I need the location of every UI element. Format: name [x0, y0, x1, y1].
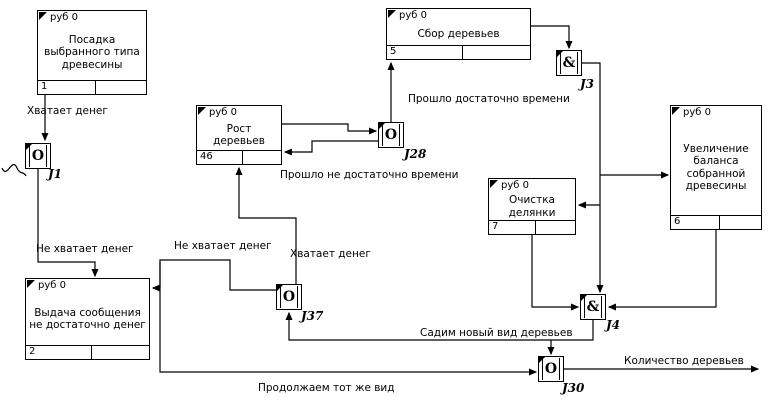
- cost-corner-triangle: [198, 107, 206, 115]
- box-number: 7: [489, 221, 536, 234]
- box-cost: руб 0: [50, 12, 78, 23]
- box-insufficient-funds-message[interactable]: руб 0 Выдача сообщения не достаточно ден…: [25, 278, 150, 360]
- junction-j1[interactable]: O: [25, 143, 51, 169]
- box-number-strip: 1: [38, 80, 146, 94]
- edge-label-enough-time: Прошло достаточно времени: [408, 93, 570, 105]
- edge-label-enough-money-top: Хватает денег: [27, 105, 108, 117]
- box-number: 46: [197, 151, 243, 164]
- junction-symbol: &: [584, 296, 602, 318]
- box-cost: руб 0: [501, 180, 529, 191]
- box-plot-clearing[interactable]: руб 0 Очистка делянки 7: [488, 178, 576, 235]
- junction-j37[interactable]: O: [276, 284, 302, 310]
- connector-clearing-to-j4: [531, 235, 580, 311]
- box-title: Очистка делянки: [508, 194, 556, 219]
- box-title: Посадка выбранного типа древесины: [44, 33, 140, 71]
- junction-label-j4: J4: [606, 318, 621, 332]
- junction-label-j30: J30: [562, 381, 585, 395]
- junction-j3[interactable]: &: [556, 50, 582, 76]
- connector-j1-to-message-box: [37, 169, 99, 278]
- junction-j28[interactable]: O: [378, 122, 404, 148]
- cost-corner-triangle: [388, 10, 396, 18]
- box-number: 2: [26, 346, 92, 359]
- connector-j28-to-growth: [283, 140, 378, 156]
- box-number-strip: 46: [197, 150, 281, 164]
- box-cost: руб 0: [399, 10, 427, 21]
- box-number: 5: [387, 46, 463, 59]
- box-cost: руб 0: [38, 280, 66, 291]
- edge-label-continue-same-type: Продолжаем тот же вид: [258, 382, 395, 394]
- box-balance-increase[interactable]: руб 0 Увеличение баланса собранной древе…: [670, 105, 762, 230]
- junction-j4[interactable]: &: [580, 294, 606, 320]
- junction-label-j37: J37: [301, 309, 324, 323]
- edge-label-enough-money-mid: Хватает денег: [290, 248, 371, 260]
- connector-harvest-to-j3: [531, 25, 573, 50]
- junction-symbol: &: [560, 52, 578, 74]
- connector-j3-to-j4: [582, 62, 604, 294]
- connector-continue-same-type: [159, 262, 538, 376]
- box-growth[interactable]: руб 0 Рост деревьев 46: [196, 105, 282, 165]
- junction-symbol: O: [29, 145, 47, 167]
- external-referent-squiggle: [1, 164, 27, 177]
- junction-label-j28: J28: [404, 147, 427, 161]
- box-harvest[interactable]: руб 0 Сбор деревьев 5: [386, 8, 531, 60]
- box-number: 6: [671, 216, 720, 229]
- edge-label-not-enough-money-mid: Не хватает денег: [174, 240, 272, 252]
- junction-symbol: O: [280, 286, 298, 308]
- junction-symbol: O: [382, 124, 400, 146]
- connector-growth-to-j28: [282, 123, 378, 135]
- cost-corner-triangle: [39, 12, 47, 20]
- connector-j37-to-growth: [235, 166, 297, 284]
- connector-j4-to-j37: [285, 311, 594, 341]
- box-number-strip: 6: [671, 215, 761, 229]
- box-title: Выдача сообщения не достаточно денег: [29, 306, 146, 331]
- edge-label-not-enough-money-left: Не хватает денег: [36, 243, 134, 255]
- box-number-strip: 5: [387, 45, 530, 59]
- edge-label-tree-count: Количество деревьев: [624, 355, 744, 367]
- box-title: Увеличение баланса собранной древесины: [683, 142, 749, 192]
- box-cost: руб 0: [209, 107, 237, 118]
- connector-balance-to-j4: [607, 230, 717, 311]
- box-number-strip: 7: [489, 220, 575, 234]
- junction-label-j1: J1: [48, 167, 63, 181]
- edge-label-plant-new-type: Садим новый вид деревьев: [420, 327, 573, 339]
- box-number: 1: [38, 81, 96, 94]
- cost-corner-triangle: [27, 280, 35, 288]
- junction-label-j3: J3: [580, 77, 595, 91]
- cost-corner-triangle: [490, 180, 498, 188]
- junction-j30[interactable]: O: [538, 356, 564, 382]
- box-cost: руб 0: [683, 107, 711, 118]
- edge-label-not-enough-time: Прошло не достаточно времени: [280, 169, 459, 181]
- connector-j37-to-message-box: [151, 259, 276, 292]
- box-planting[interactable]: руб 0 Посадка выбранного типа древесины …: [37, 10, 147, 95]
- junction-symbol: O: [542, 358, 560, 380]
- box-number-strip: 2: [26, 345, 149, 359]
- box-title: Рост деревьев: [213, 122, 265, 147]
- box-title: Сбор деревьев: [417, 27, 500, 40]
- cost-corner-triangle: [672, 107, 680, 115]
